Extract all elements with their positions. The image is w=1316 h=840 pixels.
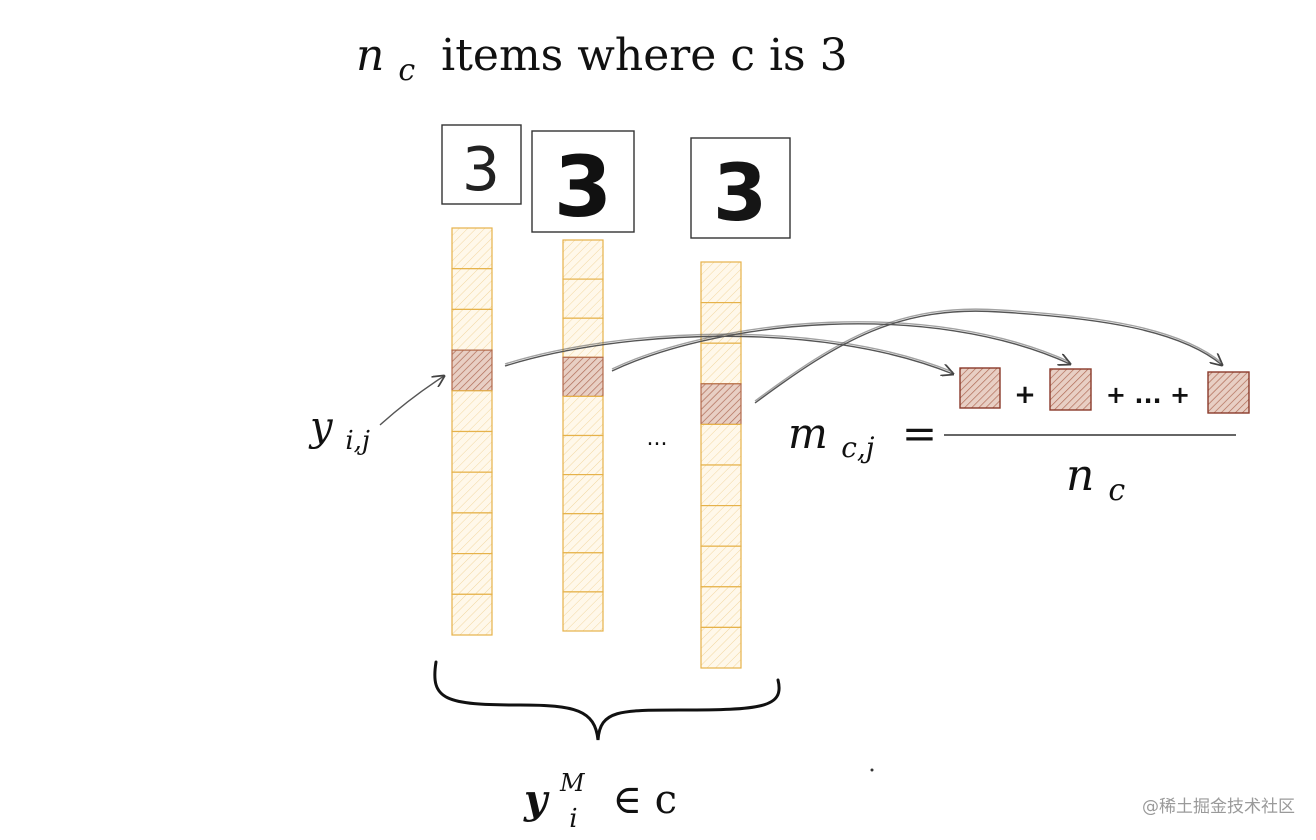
vector-cell	[562, 395, 604, 437]
y-ij-label: y i,j	[308, 404, 370, 456]
vector-cell	[700, 586, 742, 628]
columns-ellipsis: ...	[647, 426, 668, 451]
bottom-y-symbol: y	[523, 776, 550, 823]
vector-cell	[562, 552, 604, 593]
vector-cell	[562, 317, 604, 358]
digit-1: 3	[462, 135, 500, 205]
vector-cell	[700, 626, 742, 669]
vector-cell	[562, 474, 604, 515]
plus-ellipsis-plus: + ... +	[1106, 381, 1190, 409]
vector-cell	[700, 261, 742, 304]
m-subscript: c,j	[841, 431, 875, 464]
vector-cell	[451, 471, 493, 514]
vector-cell	[451, 390, 493, 433]
digit-frame-1	[441, 124, 522, 205]
vector-column-1	[451, 227, 493, 636]
vector-cell	[451, 430, 493, 473]
vector-cell	[451, 227, 493, 270]
vector-column-3	[700, 261, 742, 669]
vector-cell	[451, 552, 493, 595]
vector-cell	[451, 512, 493, 555]
m-cj-label: m c,j =	[788, 409, 937, 467]
highlighted-cell-1	[451, 349, 493, 392]
title-n-symbol: n	[356, 30, 384, 81]
title: n c items where c is 3	[356, 30, 848, 91]
denominator-symbol: n	[1066, 450, 1094, 501]
bottom-label: y M i ∈ c	[523, 755, 677, 837]
sum-box-2	[1049, 368, 1092, 411]
title-rest: items where c is 3	[441, 30, 847, 81]
vector-cell	[562, 434, 604, 476]
denominator: n c	[1066, 450, 1125, 508]
vector-cell	[562, 278, 604, 319]
highlighted-cell-3	[700, 383, 742, 425]
vector-cell	[700, 545, 742, 588]
vector-cell	[451, 593, 493, 636]
vector-cell	[700, 423, 742, 466]
vector-cell	[562, 239, 604, 280]
arrow-to-box-2	[611, 323, 1070, 372]
highlighted-cell-2	[562, 356, 604, 397]
vector-cell	[700, 464, 742, 507]
sum-box-3	[1207, 371, 1250, 414]
bottom-superscript: M	[559, 769, 586, 797]
equals-sign: =	[902, 409, 937, 458]
y-symbol: y	[308, 404, 334, 450]
y-subscript: i,j	[345, 426, 370, 456]
arrow-to-box-3	[754, 310, 1222, 404]
digit-image-2: 3	[531, 130, 635, 236]
bottom-subscript: i	[569, 804, 577, 834]
vector-cell	[700, 342, 742, 385]
vector-cell	[562, 591, 604, 632]
digit-image-1: 3	[441, 124, 522, 205]
digit-image-3: 3	[690, 137, 791, 239]
y-ij-arrow	[379, 376, 444, 426]
denominator-subscript: c	[1108, 473, 1125, 508]
stray-dot	[870, 768, 874, 772]
plus-sign-1: +	[1014, 380, 1036, 410]
title-n-subscript: c	[398, 53, 415, 88]
digit-frame-3	[690, 137, 791, 239]
digit-2: 3	[554, 138, 612, 236]
bottom-in-c: ∈ c	[612, 777, 677, 823]
digit-3: 3	[713, 149, 767, 239]
digit-frame-2	[531, 130, 635, 233]
vector-cell	[451, 308, 493, 351]
underbrace	[433, 660, 781, 741]
m-symbol: m	[788, 409, 828, 458]
vector-column-2	[562, 239, 604, 632]
sum-box-1	[959, 367, 1001, 409]
vector-cell	[451, 268, 493, 311]
vector-cell	[700, 505, 742, 547]
arrow-to-box-3-shadow	[754, 308, 1223, 402]
arrow-to-box-2-shadow	[611, 321, 1071, 370]
watermark: @稀土掘金技术社区	[1142, 797, 1295, 817]
vector-cell	[562, 513, 604, 554]
